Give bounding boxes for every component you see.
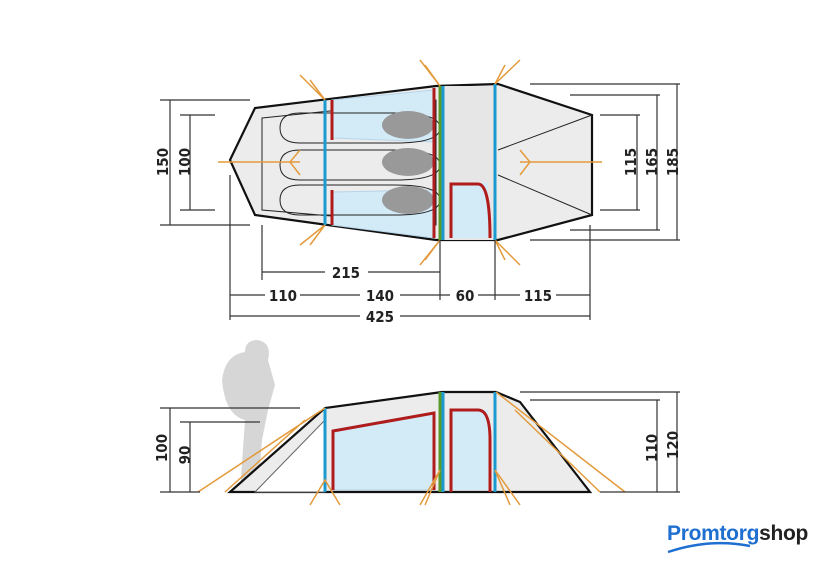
guy-lines-side	[197, 391, 626, 506]
door-outline	[449, 182, 492, 239]
dim-rear-165: 165	[643, 148, 661, 176]
dim-total-length: 425	[366, 308, 394, 326]
dim-segment: 140	[366, 287, 394, 305]
promtorgshop-logo: Promtorgshop	[667, 522, 808, 546]
dim-inner-length: 215	[332, 264, 360, 282]
dim-rear-185: 185	[664, 148, 682, 176]
dim-height-100: 100	[153, 434, 171, 462]
dim-height-120: 120	[664, 431, 682, 459]
logo-text-primary: Promtorg	[667, 522, 760, 545]
dim-segment: 115	[524, 287, 552, 305]
door-mesh	[450, 183, 488, 238]
side-view: 100 90 110 120	[153, 340, 682, 506]
dimension-lines-top	[160, 83, 680, 320]
person-silhouette	[222, 340, 275, 492]
pillows	[382, 111, 434, 214]
top-view: 150 100 115 165 185 215 110 140 60 115 4…	[154, 59, 682, 326]
dim-rear-115: 115	[622, 148, 640, 176]
dim-height-90: 90	[176, 446, 194, 465]
dim-width-inner: 100	[176, 148, 194, 176]
dim-segment: 110	[269, 287, 297, 305]
dim-height-110: 110	[643, 434, 661, 462]
dimension-lines-side	[160, 391, 680, 493]
dim-width-outer: 150	[154, 148, 172, 176]
logo-text-secondary: shop	[759, 522, 809, 545]
dim-segment: 60	[456, 287, 475, 305]
logo-swoosh	[667, 541, 751, 554]
